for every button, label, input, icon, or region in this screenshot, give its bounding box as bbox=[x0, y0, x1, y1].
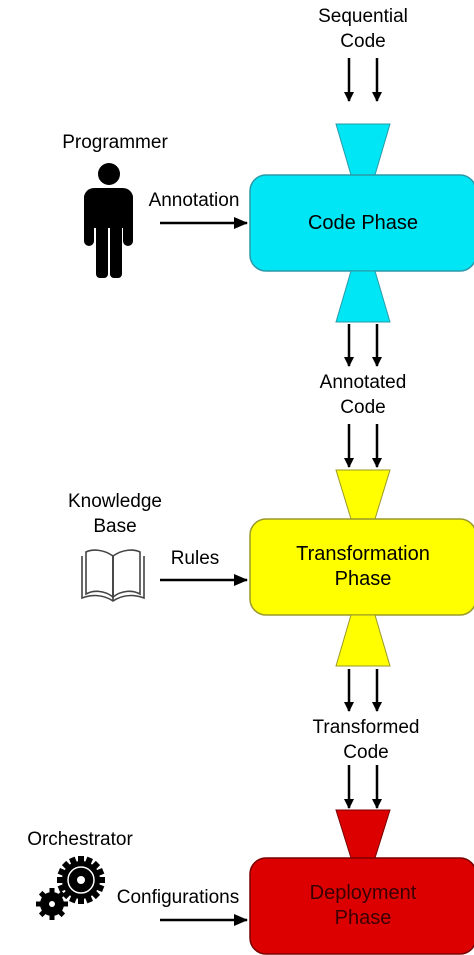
annotated-to-transformation-arrows bbox=[344, 424, 382, 468]
rules-label: Rules bbox=[170, 548, 220, 569]
orchestrator-label: Orchestrator bbox=[27, 829, 133, 850]
code-phase-funnel-top bbox=[335, 123, 391, 176]
code-phase-funnel-bottom bbox=[335, 270, 391, 323]
gears-icon bbox=[36, 856, 105, 920]
deployment-phase-label: Deployment Phase bbox=[309, 882, 417, 929]
transformation-phase-funnel-bottom bbox=[335, 614, 391, 667]
deployment-phase-funnel-top bbox=[335, 809, 391, 859]
deployment-phase-box bbox=[249, 857, 474, 955]
transformation-phase-funnel-top bbox=[335, 469, 391, 520]
person-icon bbox=[84, 163, 133, 278]
knowledge-base-label: Knowledge Base bbox=[67, 491, 163, 537]
sequential-code-arrows bbox=[344, 58, 382, 102]
configurations-label: Configurations bbox=[116, 887, 240, 908]
sequential-code-label: Sequential Code bbox=[318, 6, 408, 52]
code-phase-label: Code Phase bbox=[307, 211, 419, 234]
code-to-annotated-arrows bbox=[344, 324, 382, 367]
transformation-to-transformed-arrows bbox=[344, 669, 382, 712]
programmer-label: Programmer bbox=[62, 132, 168, 153]
annotation-label: Annotation bbox=[148, 190, 240, 211]
book-icon bbox=[81, 549, 145, 602]
transformed-code-label: Transformed Code bbox=[312, 717, 420, 763]
transformed-to-deployment-arrows bbox=[344, 765, 382, 809]
transformation-phase-label: Transformation Phase bbox=[296, 543, 430, 590]
annotated-code-label: Annotated Code bbox=[319, 372, 407, 418]
